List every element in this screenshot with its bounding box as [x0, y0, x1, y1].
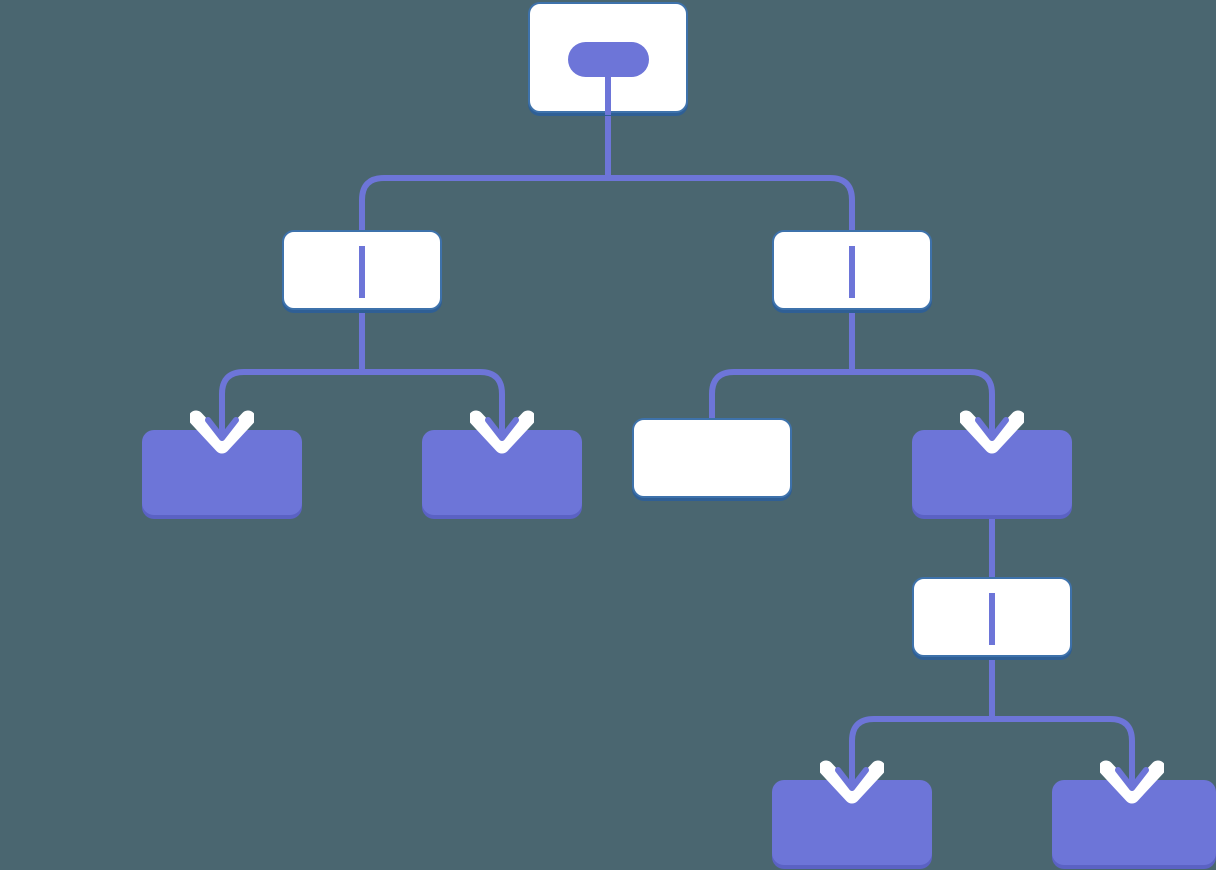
root-pill-stem	[605, 70, 611, 115]
arrowhead-icon-l3-a	[190, 404, 254, 454]
overlay-line-l4	[989, 593, 995, 645]
edge-l2-right-to-l3-c	[709, 369, 852, 420]
node-l3-c[interactable]	[632, 418, 792, 498]
overlay-line-l2-left	[359, 246, 365, 298]
overlay-line-l2-right	[849, 246, 855, 298]
edge-root-to-l2-left	[359, 175, 608, 232]
arrowhead-icon-l3-d	[960, 404, 1024, 454]
arrowhead-icon-l5-right	[1100, 754, 1164, 804]
arrowhead-icon-l3-b	[470, 404, 534, 454]
arrowhead-icon-l5-left	[820, 754, 884, 804]
root-pill-badge	[568, 42, 649, 77]
edge-root-to-l2-right	[608, 175, 855, 232]
